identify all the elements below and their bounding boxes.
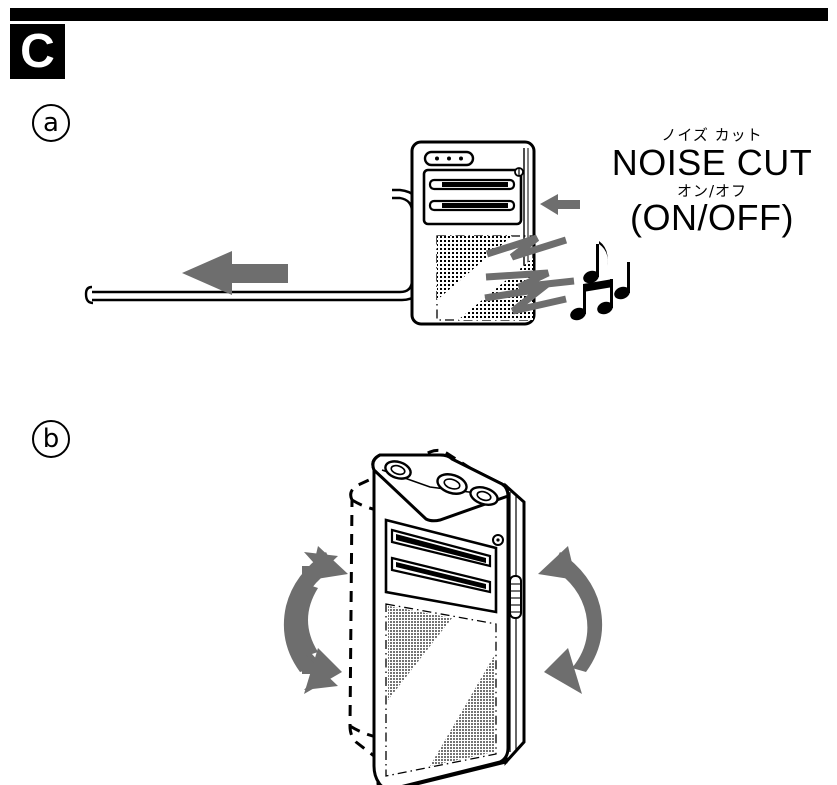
side-dial-icon: [514, 167, 524, 177]
player-device-front: [410, 140, 536, 326]
cord-plug-end: [84, 285, 94, 305]
rotate-left-arrow-body: [283, 546, 348, 694]
furigana-on-off: オン/オフ: [676, 181, 748, 200]
quarter-note-icon: [614, 262, 630, 300]
section-badge: C: [10, 24, 65, 79]
speaker-grille-outline-b: [385, 603, 497, 777]
cord-direction-arrow-icon: [182, 251, 288, 295]
beamed-notes-icon: [570, 279, 613, 321]
callout-noise-cut: NOISE CUT: [611, 141, 813, 183]
furigana-noise-cut: ノイズ カット: [661, 126, 763, 144]
noise-zigzag-icon: [484, 234, 575, 315]
noise-cut-callout: ノイズ カット NOISE CUT オン/オフ (ON/OFF): [592, 126, 832, 239]
eighth-note-icon: [583, 241, 608, 284]
callout-on-off: (ON/OFF): [630, 197, 794, 239]
headphone-cord: [92, 188, 422, 302]
cassette-window: [422, 168, 523, 226]
front-dial-icon[interactable]: [492, 534, 504, 546]
rotate-right-arrow-icon: [538, 546, 603, 694]
top-controls[interactable]: [383, 458, 500, 508]
speaker-grille-texture: [437, 236, 533, 320]
speaker-grille-outline: [436, 235, 534, 321]
header-rule: [10, 8, 828, 21]
music-notes-group: [570, 241, 630, 321]
rotate-left-arrow-icon: [290, 552, 338, 690]
cassette-reel-bars: [428, 178, 516, 212]
side-switch[interactable]: [509, 575, 522, 619]
ghost-outline-icon: [348, 448, 478, 762]
step-label-a: a: [32, 104, 70, 142]
speaker-grille-texture-b: [388, 606, 494, 766]
indicator-capsule: [423, 150, 475, 167]
player-device-perspective: [371, 453, 526, 785]
cassette-window-perspective: [384, 518, 498, 614]
noise-cut-pointer-arrow-icon: [540, 194, 580, 215]
step-label-b: b: [32, 420, 70, 458]
